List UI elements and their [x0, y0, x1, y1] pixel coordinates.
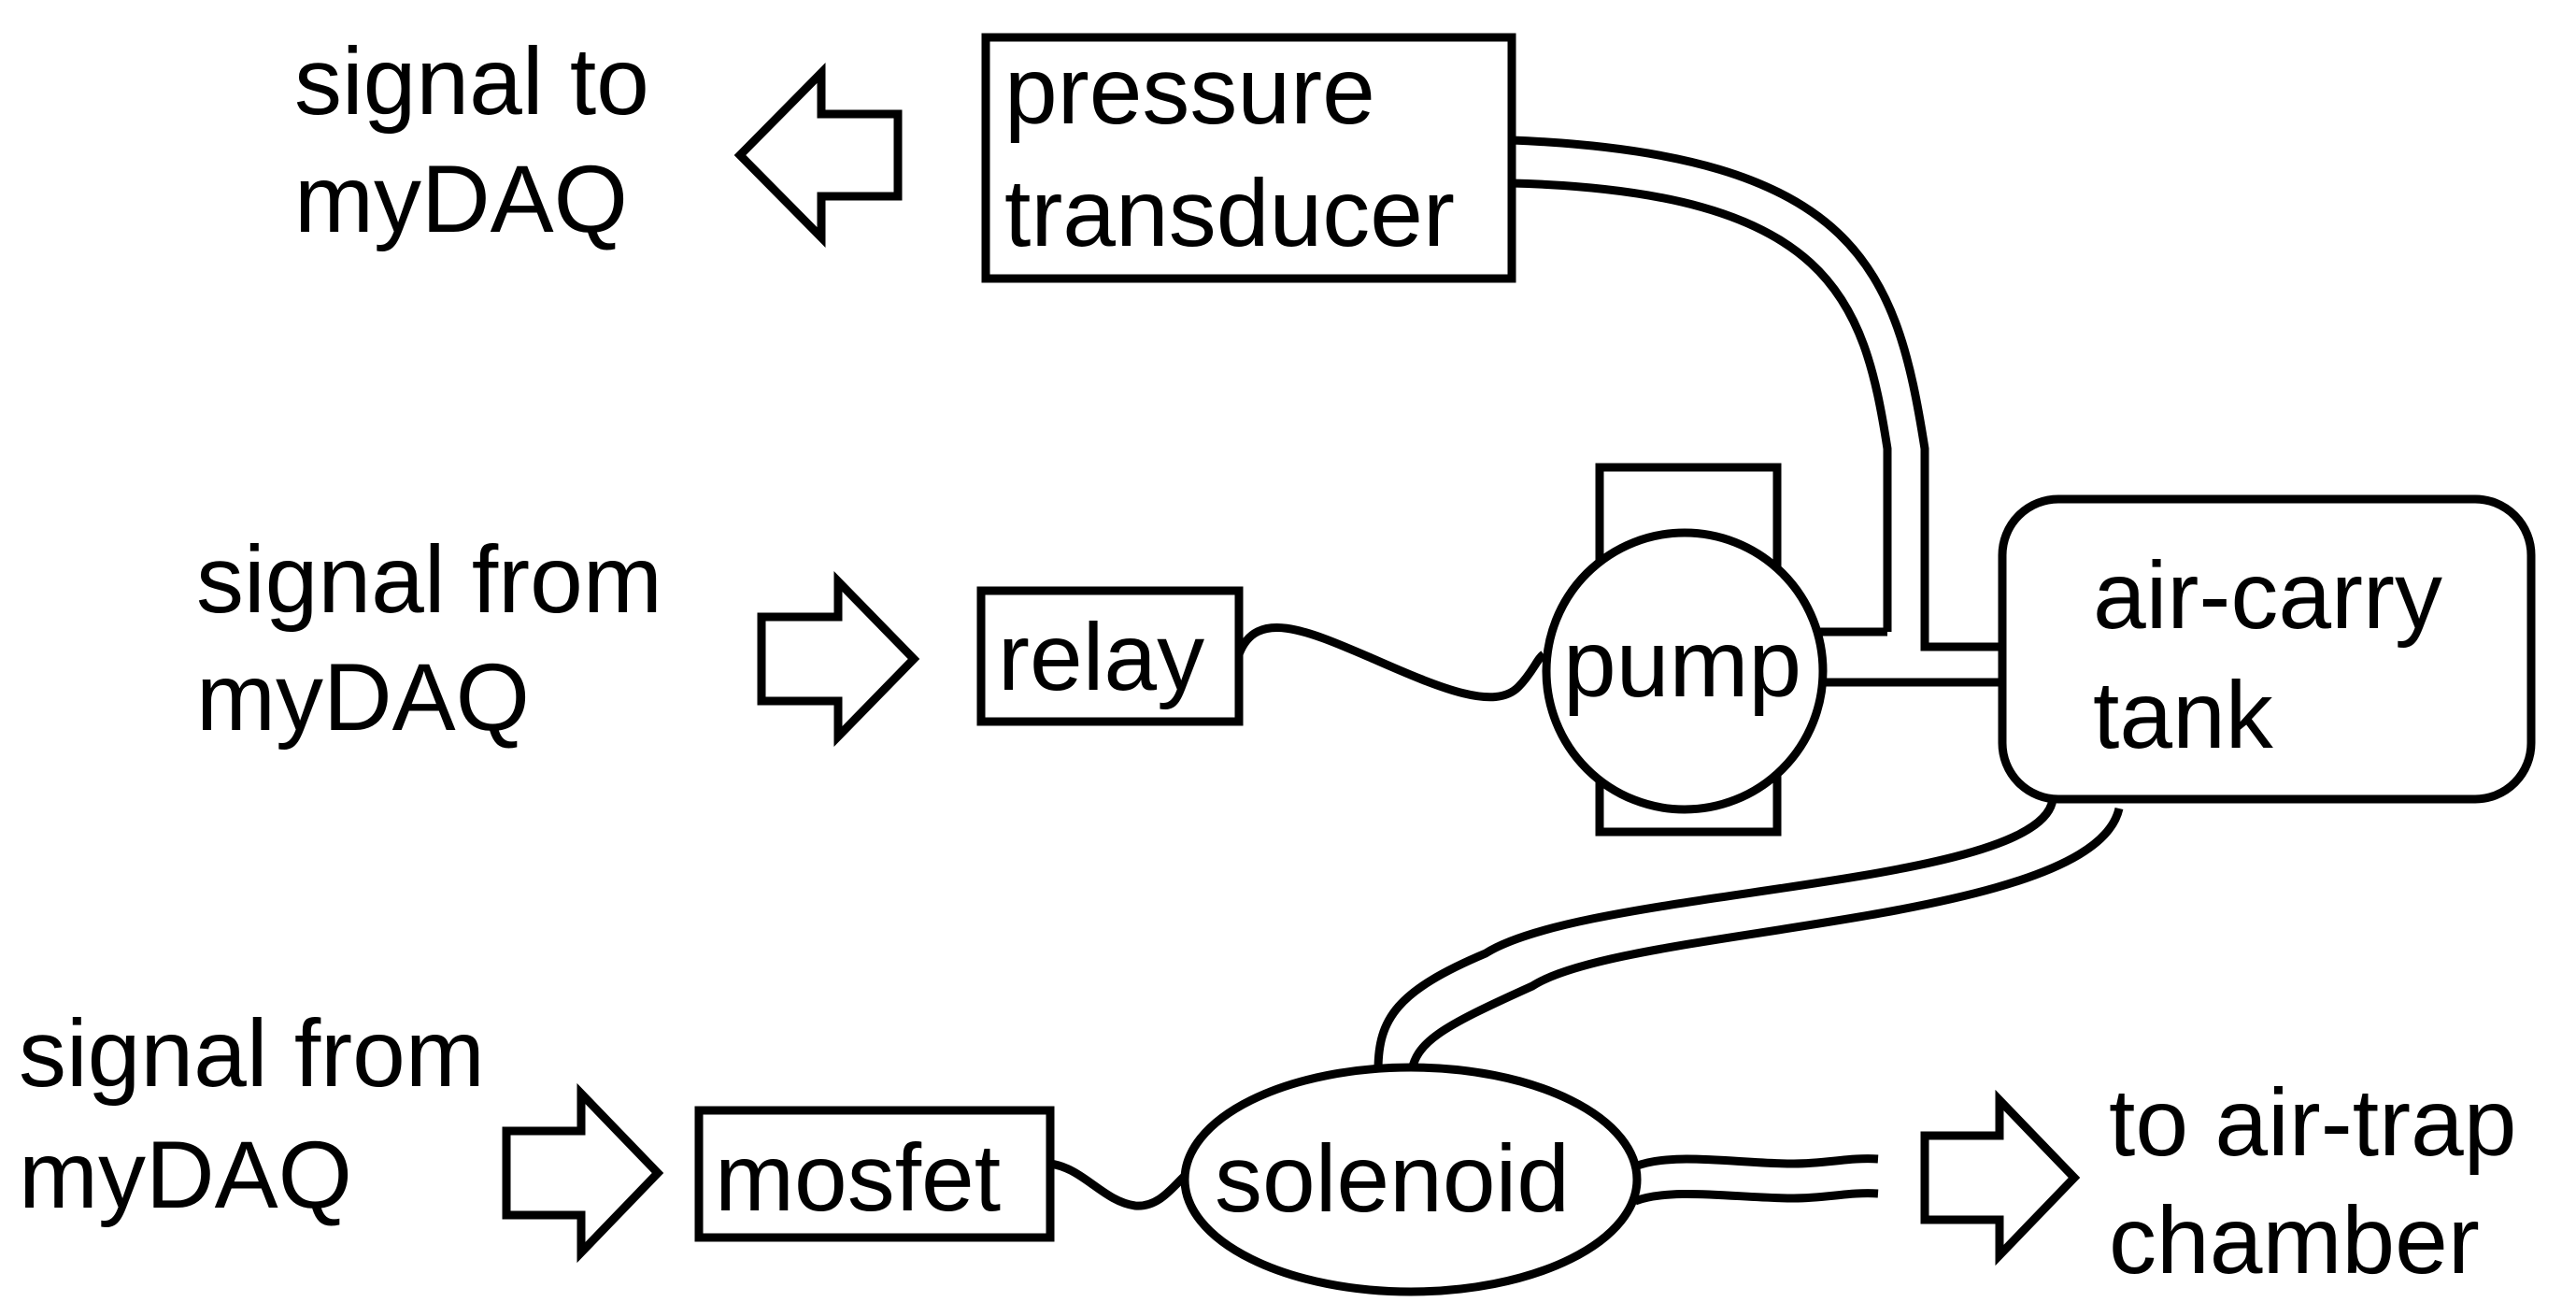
tube-transducer-to-tank	[1511, 136, 1929, 632]
pressure-transducer-box: pressure transducer	[981, 33, 1516, 283]
mosfet-box: mosfet	[694, 1106, 1055, 1242]
signal-from-mydaq-relay-label: signal from myDAQ	[196, 526, 662, 751]
arrow-right-icon	[757, 570, 920, 748]
signal-from-mydaq-mosfet-line2: myDAQ	[19, 1122, 352, 1228]
air-carry-tank-label-line2: tank	[2093, 662, 2274, 768]
pressure-transducer-label-line1: pressure	[1004, 37, 1375, 144]
wire-relay-to-pump	[1234, 623, 1547, 702]
arrow-right-icon	[502, 1082, 664, 1264]
relay-box: relay	[976, 586, 1244, 726]
signal-to-mydaq-line2: myDAQ	[294, 146, 628, 252]
mosfet-label: mosfet	[715, 1124, 1001, 1231]
to-air-trap-label: to air-trap chamber	[2109, 1069, 2517, 1294]
air-carry-tank-label-line1: air-carry	[2093, 542, 2442, 649]
wire-mosfet-to-solenoid	[1049, 1159, 1188, 1210]
signal-from-mydaq-relay-line1: signal from	[196, 526, 662, 633]
to-air-trap-line1: to air-trap	[2109, 1069, 2517, 1176]
tube-pump-to-tank	[1815, 627, 2002, 687]
signal-to-mydaq-label: signal to myDAQ	[294, 28, 649, 252]
to-air-trap-line2: chamber	[2109, 1187, 2480, 1294]
arrow-left-icon	[733, 63, 903, 248]
pump: pump	[1542, 463, 1828, 837]
arrow-right-icon	[1920, 1089, 2081, 1266]
tube-solenoid-outlet	[1633, 1154, 1879, 1206]
air-carry-tank: air-carry tank	[1998, 494, 2536, 804]
signal-from-mydaq-relay-line2: myDAQ	[196, 644, 530, 751]
tube-tank-to-solenoid	[1373, 797, 2124, 1076]
solenoid: solenoid	[1180, 1063, 1642, 1296]
signal-from-mydaq-mosfet-label: signal from myDAQ	[19, 1000, 485, 1228]
solenoid-label: solenoid	[1215, 1125, 1570, 1232]
pump-label: pump	[1563, 610, 1801, 717]
signal-to-mydaq-line1: signal to	[294, 28, 649, 135]
pressure-transducer-label-line2: transducer	[1004, 160, 1455, 266]
relay-label: relay	[998, 604, 1204, 710]
signal-from-mydaq-mosfet-line1: signal from	[19, 1000, 485, 1107]
